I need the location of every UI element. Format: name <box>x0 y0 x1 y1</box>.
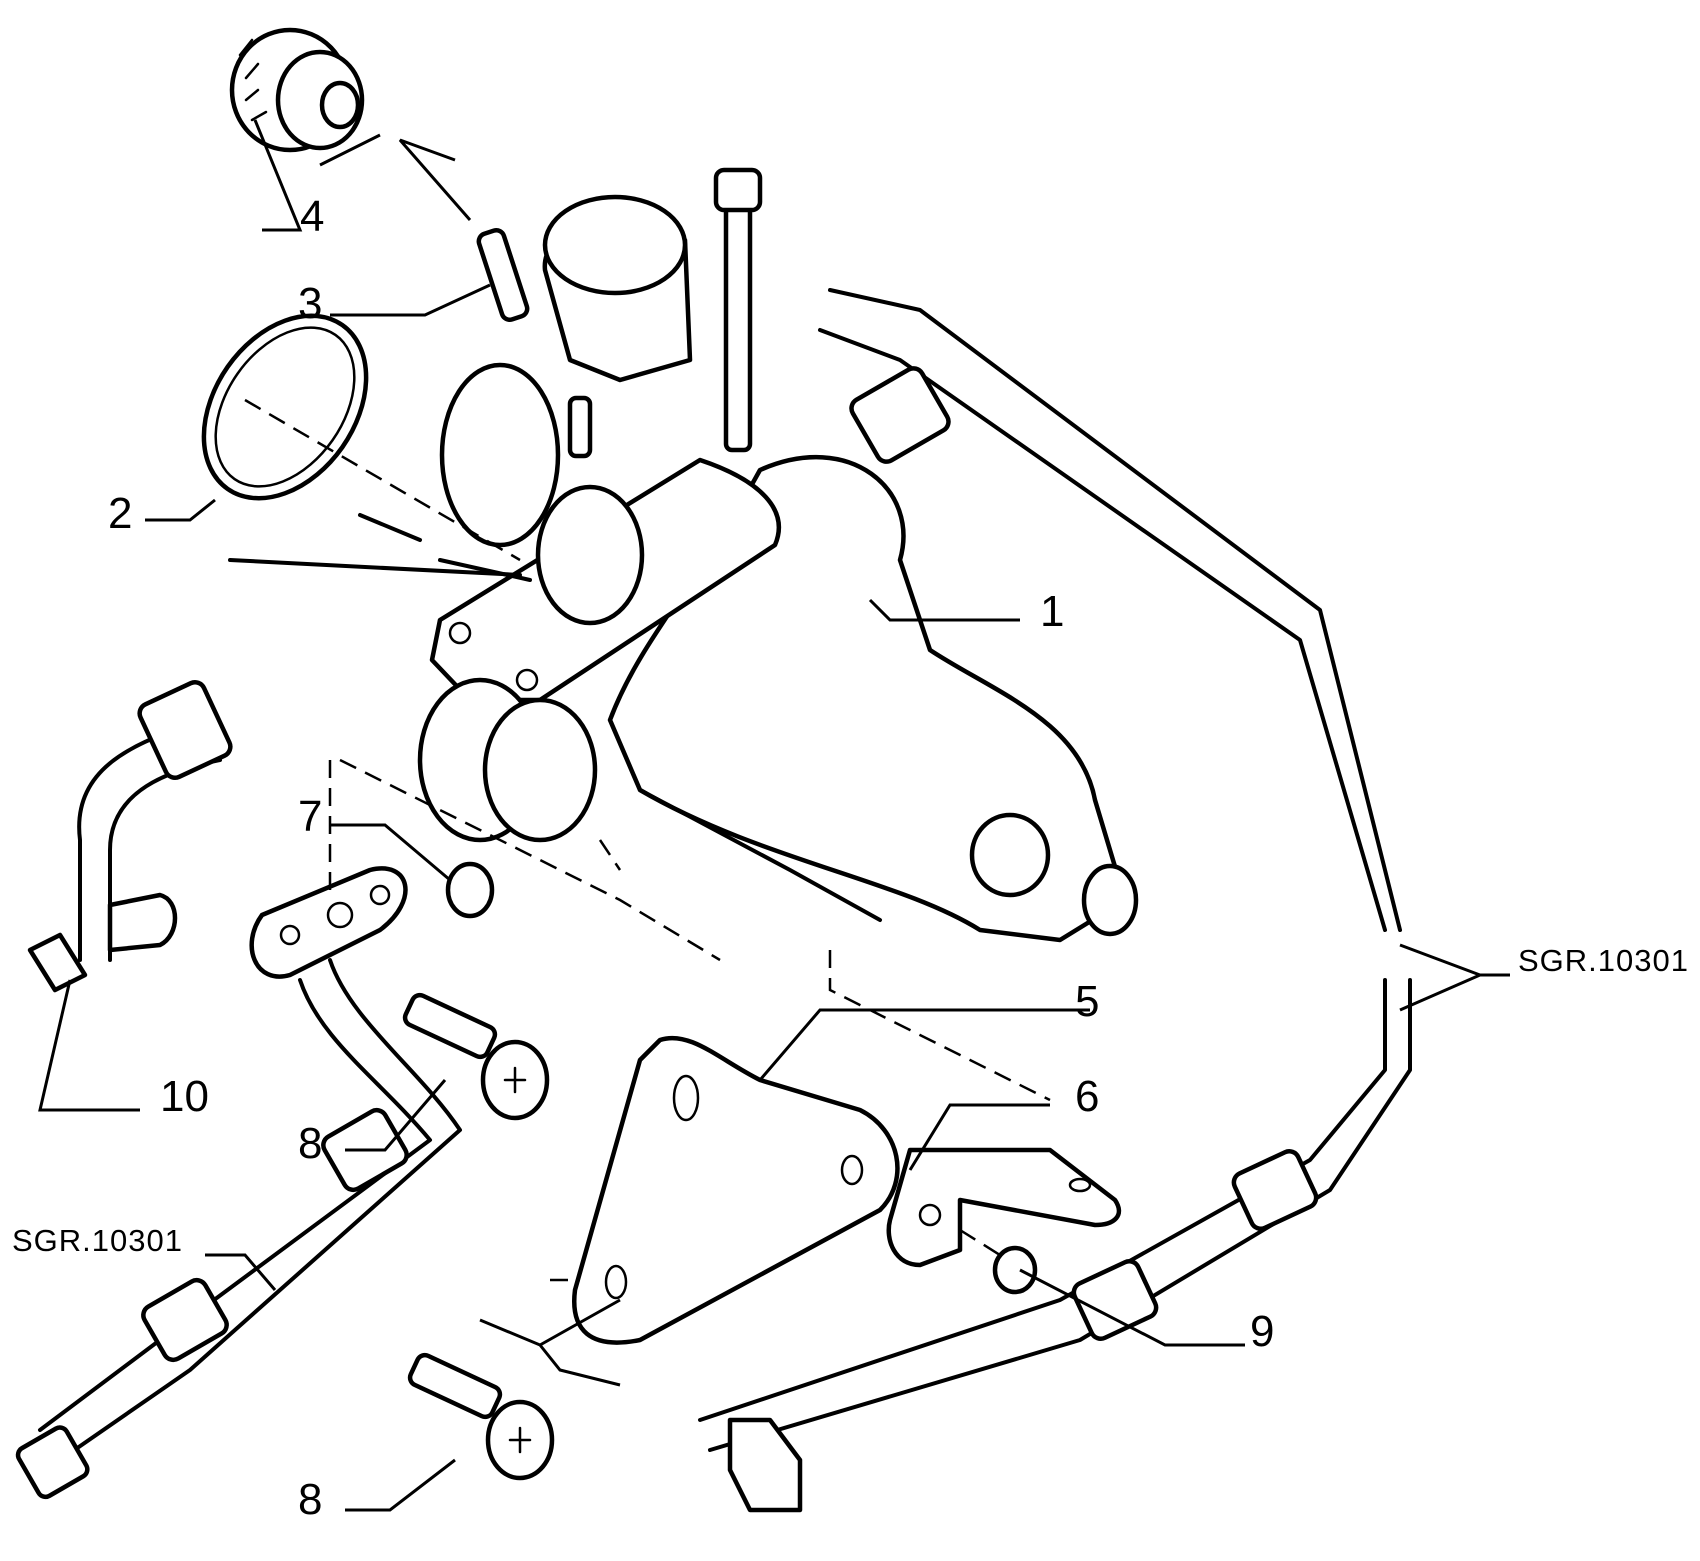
bolt-part-upper <box>402 992 550 1121</box>
reference-label-left: SGR.10301 <box>12 1223 183 1258</box>
callout-6: 6 <box>1075 1072 1100 1121</box>
small-bracket-part <box>886 1147 1122 1268</box>
oil-feed-pipe-part <box>27 679 233 993</box>
callout-3: 3 <box>298 279 323 328</box>
callout-2: 2 <box>108 489 133 538</box>
leader-lines <box>38 119 1510 1512</box>
callout-1: 1 <box>1040 587 1065 636</box>
turbocharger-part <box>417 167 1139 943</box>
callout-10: 10 <box>160 1072 209 1121</box>
gasket-ring-part <box>201 313 369 501</box>
gear-nut-part <box>229 27 365 153</box>
flange-gasket-part <box>249 861 495 979</box>
bracket-plate-part <box>572 1035 900 1345</box>
callout-5: 5 <box>1075 977 1100 1026</box>
return-pipe-right <box>698 288 1412 1513</box>
return-pipe-left <box>15 958 462 1500</box>
callout-8-lower: 8 <box>298 1475 323 1524</box>
callout-9: 9 <box>1250 1307 1275 1356</box>
nut-part <box>992 1245 1038 1295</box>
callout-7: 7 <box>298 792 323 841</box>
assembly-lines <box>228 398 1051 1282</box>
callout-8-upper: 8 <box>298 1119 323 1168</box>
reference-label-right: SGR.10301 <box>1518 943 1689 978</box>
callout-4: 4 <box>300 192 325 241</box>
bolt-part-lower <box>407 1352 555 1481</box>
